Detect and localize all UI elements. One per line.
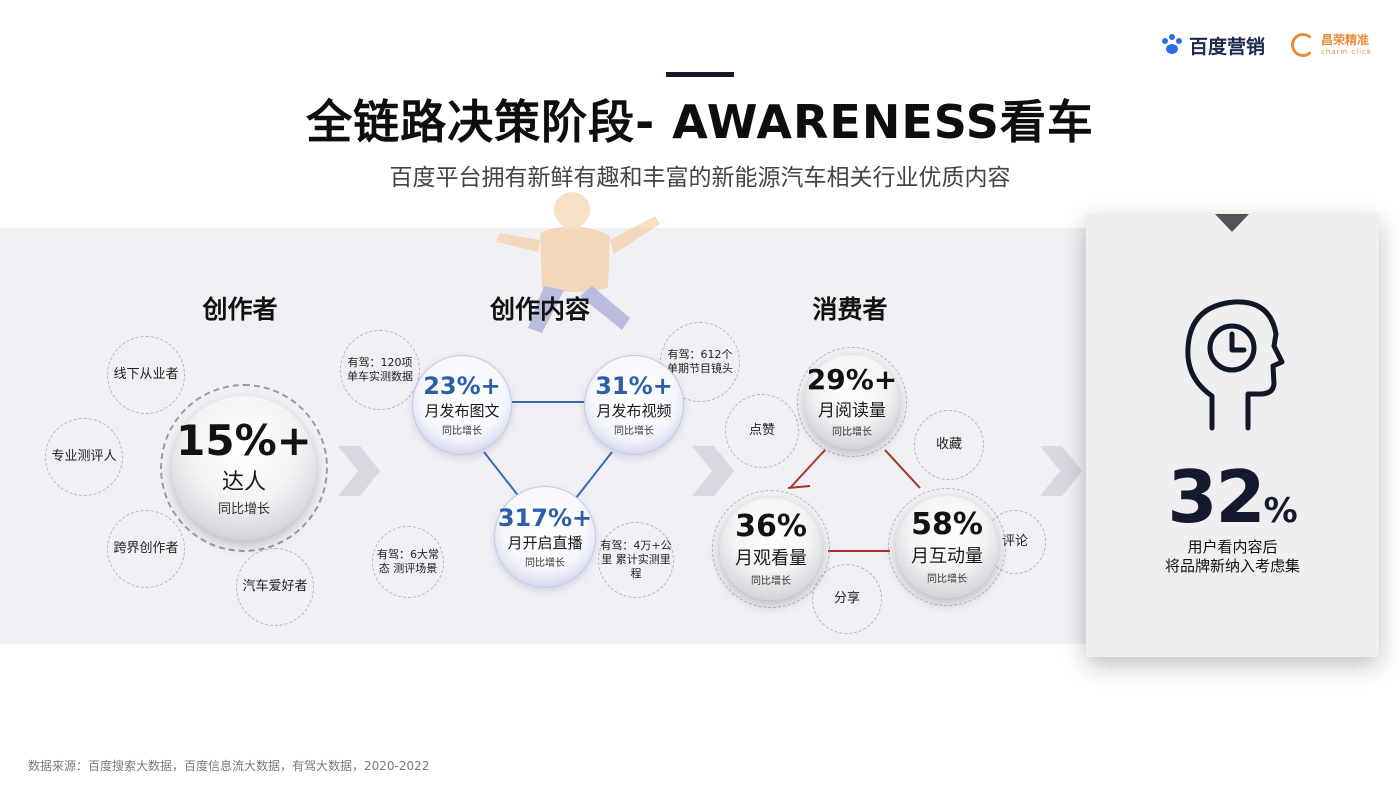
creator-type-enthusiast: 汽车爱好者 [236, 548, 314, 626]
consumer-metric-views: 36% 月观看量 同比增长 [720, 498, 822, 600]
interactions-value: 58% [911, 506, 983, 542]
consumer-link-r [884, 449, 921, 489]
consumer-metric-interactions: 58% 月互动量 同比增长 [896, 496, 998, 598]
reads-ring [797, 347, 907, 457]
result-value: 32 [1167, 455, 1265, 539]
result-caption: 用户看内容后 将品牌新纳入考虑集 [1086, 538, 1379, 576]
interactions-sub: 同比增长 [927, 573, 967, 585]
creators-growth-label: 达人 [221, 469, 266, 495]
result-caption-line2: 将品牌新纳入考虑集 [1164, 557, 1300, 575]
content-link-right [575, 451, 613, 499]
creators-growth-circle: 15%+ 达人 同比增长 [172, 396, 316, 540]
chevron-right-icon [692, 446, 734, 496]
charm-logo: 昌荣精准 charm click [1290, 33, 1372, 57]
charm-logo-cn: 昌荣精准 [1320, 33, 1369, 47]
interactions-ring [888, 488, 1006, 606]
interactions-label: 月互动量 [911, 545, 983, 567]
baidu-logo-text: 百度营销 [1188, 35, 1265, 58]
content-note-data: 有驾：120项 单车实测数据 [340, 330, 420, 410]
content-note-mileage: 有驾：4万+公里 累计实测里程 [598, 522, 674, 598]
content-link-left [483, 451, 521, 499]
creator-ring [160, 384, 328, 552]
creators-growth-value: 15%+ [176, 415, 312, 465]
views-value: 36% [735, 508, 807, 544]
result-unit: % [1263, 491, 1298, 531]
articles-label: 月发布图文 [424, 401, 500, 420]
creator-type-reviewer: 专业测评人 [45, 418, 123, 496]
live-label: 月开启直播 [507, 533, 583, 552]
videos-label: 月发布视频 [596, 401, 672, 420]
action-like: 点赞 [725, 394, 799, 468]
content-note-scenes: 有驾：6大常态 测评场景 [372, 526, 444, 598]
content-note-shots: 有驾：612个 单期节目镜头 [660, 322, 740, 402]
action-favorite: 收藏 [914, 410, 984, 480]
page-title: 全链路决策阶段- AWARENESS看车 [306, 95, 1094, 149]
charm-logo-en: charm click [1320, 48, 1372, 56]
articles-value: 23%+ [423, 371, 501, 400]
articles-sub: 同比增长 [442, 425, 482, 437]
views-sub: 同比增长 [751, 575, 791, 587]
live-sub: 同比增长 [525, 557, 565, 569]
reads-sub: 同比增长 [832, 427, 872, 438]
head-clock-icon [1185, 299, 1285, 431]
views-label: 月观看量 [735, 547, 807, 569]
data-source-footnote: 数据来源：百度搜索大数据，百度信息流大数据，有驾大数据，2020-2022 [28, 759, 430, 773]
action-share: 分享 [812, 564, 882, 634]
title-accent-bar [666, 72, 734, 77]
creators-heading: 创作者 [202, 295, 278, 324]
result-caption-line1: 用户看内容后 [1187, 538, 1278, 556]
content-metric-videos: 31%+ 月发布视频 同比增长 [584, 355, 684, 455]
reads-value: 29%+ [806, 363, 898, 396]
content-metric-live: 317%+ 月开启直播 同比增长 [494, 486, 596, 588]
chevron-right-icon [1040, 446, 1082, 496]
consumer-link-left [787, 485, 811, 489]
live-value: 317%+ [497, 503, 593, 532]
runner-illustration [496, 192, 660, 333]
logo-group: 百度营销 昌荣精准 charm click [1161, 30, 1372, 60]
charm-c-icon [1290, 33, 1315, 57]
creator-type-offline: 线下从业者 [107, 336, 185, 414]
reads-label: 月阅读量 [818, 401, 886, 421]
views-ring [712, 490, 830, 608]
consumer-link-l [789, 449, 826, 489]
consumers-heading: 消费者 [812, 295, 888, 324]
chevron-right-icon [338, 446, 380, 496]
videos-sub: 同比增长 [614, 425, 654, 437]
creators-growth-sub: 同比增长 [217, 501, 270, 517]
videos-value: 31%+ [595, 371, 673, 400]
result-card [1086, 214, 1379, 657]
consumer-metric-reads: 29%+ 月阅读量 同比增长 [805, 355, 899, 449]
card-pointer-icon [1215, 214, 1249, 232]
creator-type-crossover: 跨界创作者 [107, 510, 185, 588]
baidu-paw-icon [1161, 34, 1182, 54]
page-subtitle: 百度平台拥有新鲜有趣和丰富的新能源汽车相关行业优质内容 [389, 165, 1011, 191]
result-percentage: 32% [1086, 455, 1379, 539]
content-metric-articles: 23%+ 月发布图文 同比增长 [412, 355, 512, 455]
content-heading: 创作内容 [489, 295, 590, 324]
baidu-logo: 百度营销 [1161, 32, 1265, 59]
